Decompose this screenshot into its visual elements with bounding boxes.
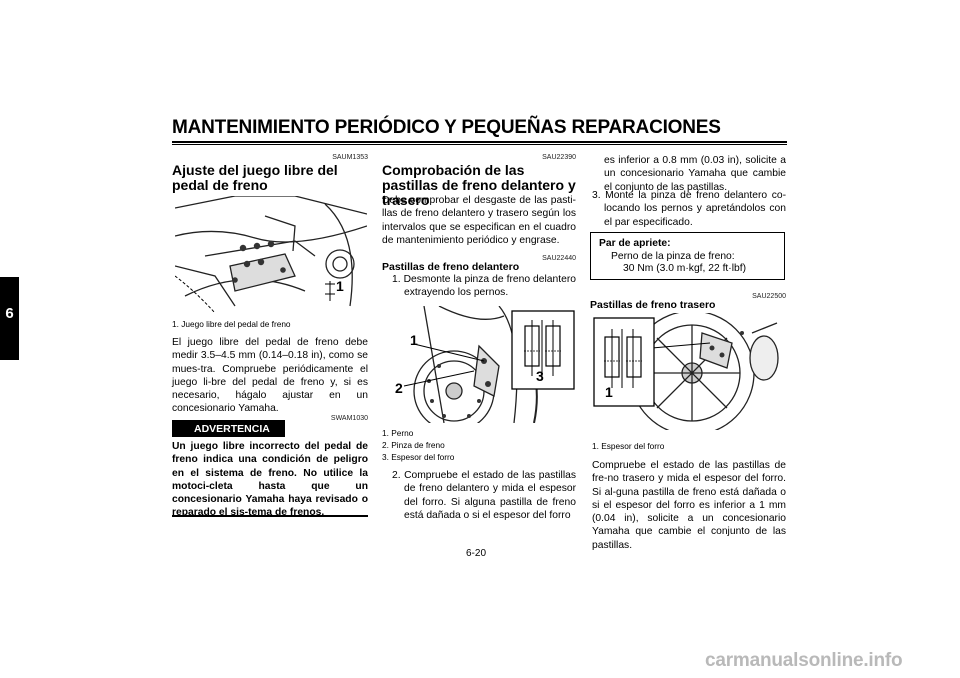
section-code-pads: SAU22390	[542, 154, 576, 161]
body-pedal-freeplay: El juego libre del pedal de freno debe m…	[172, 337, 368, 415]
body-pads-intro: Debe comprobar el desgaste de las pasti-…	[382, 195, 576, 246]
header-rule-thin	[172, 144, 787, 145]
section-code-rear: SAU22500	[752, 293, 786, 300]
caption-rear-espesor: 1. Espesor del forro	[592, 441, 665, 451]
caption-espesor: 3. Espesor del forro	[382, 452, 455, 462]
subheading-front-pads: Pastillas de freno delantero	[382, 261, 520, 273]
spec-title: Par de apriete:	[599, 238, 671, 249]
section-tab-number: 6	[5, 305, 14, 322]
warning-text: Un juego libre incorrecto del pedal de f…	[172, 441, 368, 519]
front-caliper-illustration	[384, 306, 576, 423]
figure-brake-pedal: 1	[175, 196, 367, 313]
section-tab	[0, 277, 19, 360]
figure-callout-1: 1	[605, 384, 613, 400]
subheading-rear-pads: Pastillas de freno trasero	[590, 299, 716, 311]
caption-perno: 1. Perno	[382, 428, 414, 438]
figure-caption-pedal: 1. Juego libre del pedal de freno	[172, 319, 291, 329]
warning-badge: ADVERTENCIA	[172, 420, 285, 437]
caption-pinza: 2. Pinza de freno	[382, 440, 445, 450]
section-code-front: SAU22440	[542, 255, 576, 262]
figure-callout-2: 2	[395, 380, 403, 396]
brake-pedal-illustration	[175, 196, 367, 313]
spec-line-2: 30 Nm (3.0 m·kgf, 22 ft·lbf)	[623, 263, 747, 274]
rear-caliper-illustration	[592, 313, 784, 430]
body-rear-pads: Compruebe el estado de las pastillas de …	[592, 460, 786, 551]
section-code: SAUM1353	[332, 154, 368, 161]
warning-rule	[172, 515, 368, 517]
figure-callout-1: 1	[336, 278, 344, 294]
figure-callout-3: 3	[536, 368, 544, 384]
torque-spec-box: Par de apriete: Perno de la pinza de fre…	[590, 232, 785, 280]
figure-front-caliper: 1 2 3	[384, 306, 576, 423]
watermark: carmanualsonline.info	[705, 650, 903, 671]
step-3: 3. Monte la pinza de freno delantero co-…	[592, 190, 786, 228]
spec-line-1: Perno de la pinza de freno:	[611, 250, 735, 262]
page-number: 6-20	[466, 548, 487, 559]
page-title: MANTENIMIENTO PERIÓDICO Y PEQUEÑAS REPAR…	[172, 117, 721, 138]
step-2: 2. Compruebe el estado de las pastillas …	[392, 470, 576, 521]
section-heading-pads: Comprobación de las pastillas de freno d…	[382, 162, 576, 208]
header-rule	[172, 141, 787, 143]
section-heading-pedal: Ajuste del juego libre del pedal de fren…	[172, 162, 338, 193]
step-1: 1. Desmonte la pinza de freno delantero …	[392, 274, 576, 299]
step-2-continued: es inferior a 0.8 mm (0.03 in), solicite…	[604, 155, 786, 193]
warning-code: SWAM1030	[330, 415, 368, 422]
figure-rear-caliper: 1	[592, 313, 784, 430]
figure-callout-1: 1	[410, 332, 418, 348]
